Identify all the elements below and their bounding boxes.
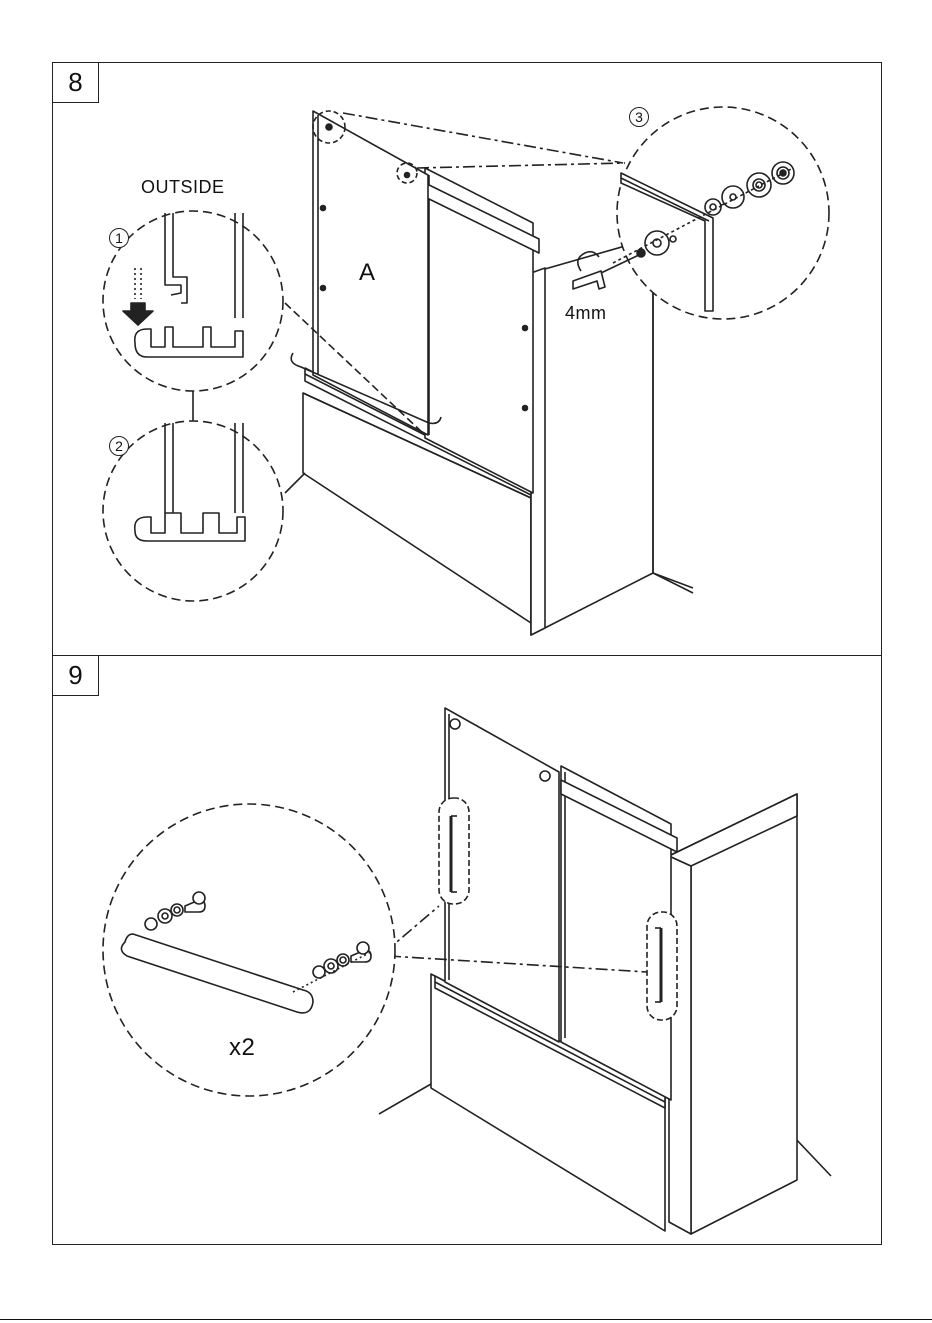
callout-3: 3 — [629, 107, 649, 127]
callout-1: 1 — [109, 228, 129, 248]
quantity-label: x2 — [229, 1034, 255, 1062]
callout-2: 2 — [109, 436, 129, 456]
panel-a-label: A — [359, 259, 376, 287]
detail-2-circle — [103, 421, 283, 601]
step-9-panel: 9 — [52, 655, 882, 1245]
detail-3-circle — [617, 107, 829, 319]
step-9-drawing — [53, 656, 883, 1246]
page-bottom-rule — [0, 1319, 932, 1320]
handle-1 — [439, 798, 469, 904]
detail-1-circle — [103, 211, 283, 391]
step-8-panel: 8 — [52, 62, 882, 656]
wrench-size-label: 4mm — [565, 303, 607, 324]
step-8-drawing — [53, 63, 883, 657]
wall-panel — [531, 238, 653, 635]
outside-label: OUTSIDE — [141, 177, 225, 198]
